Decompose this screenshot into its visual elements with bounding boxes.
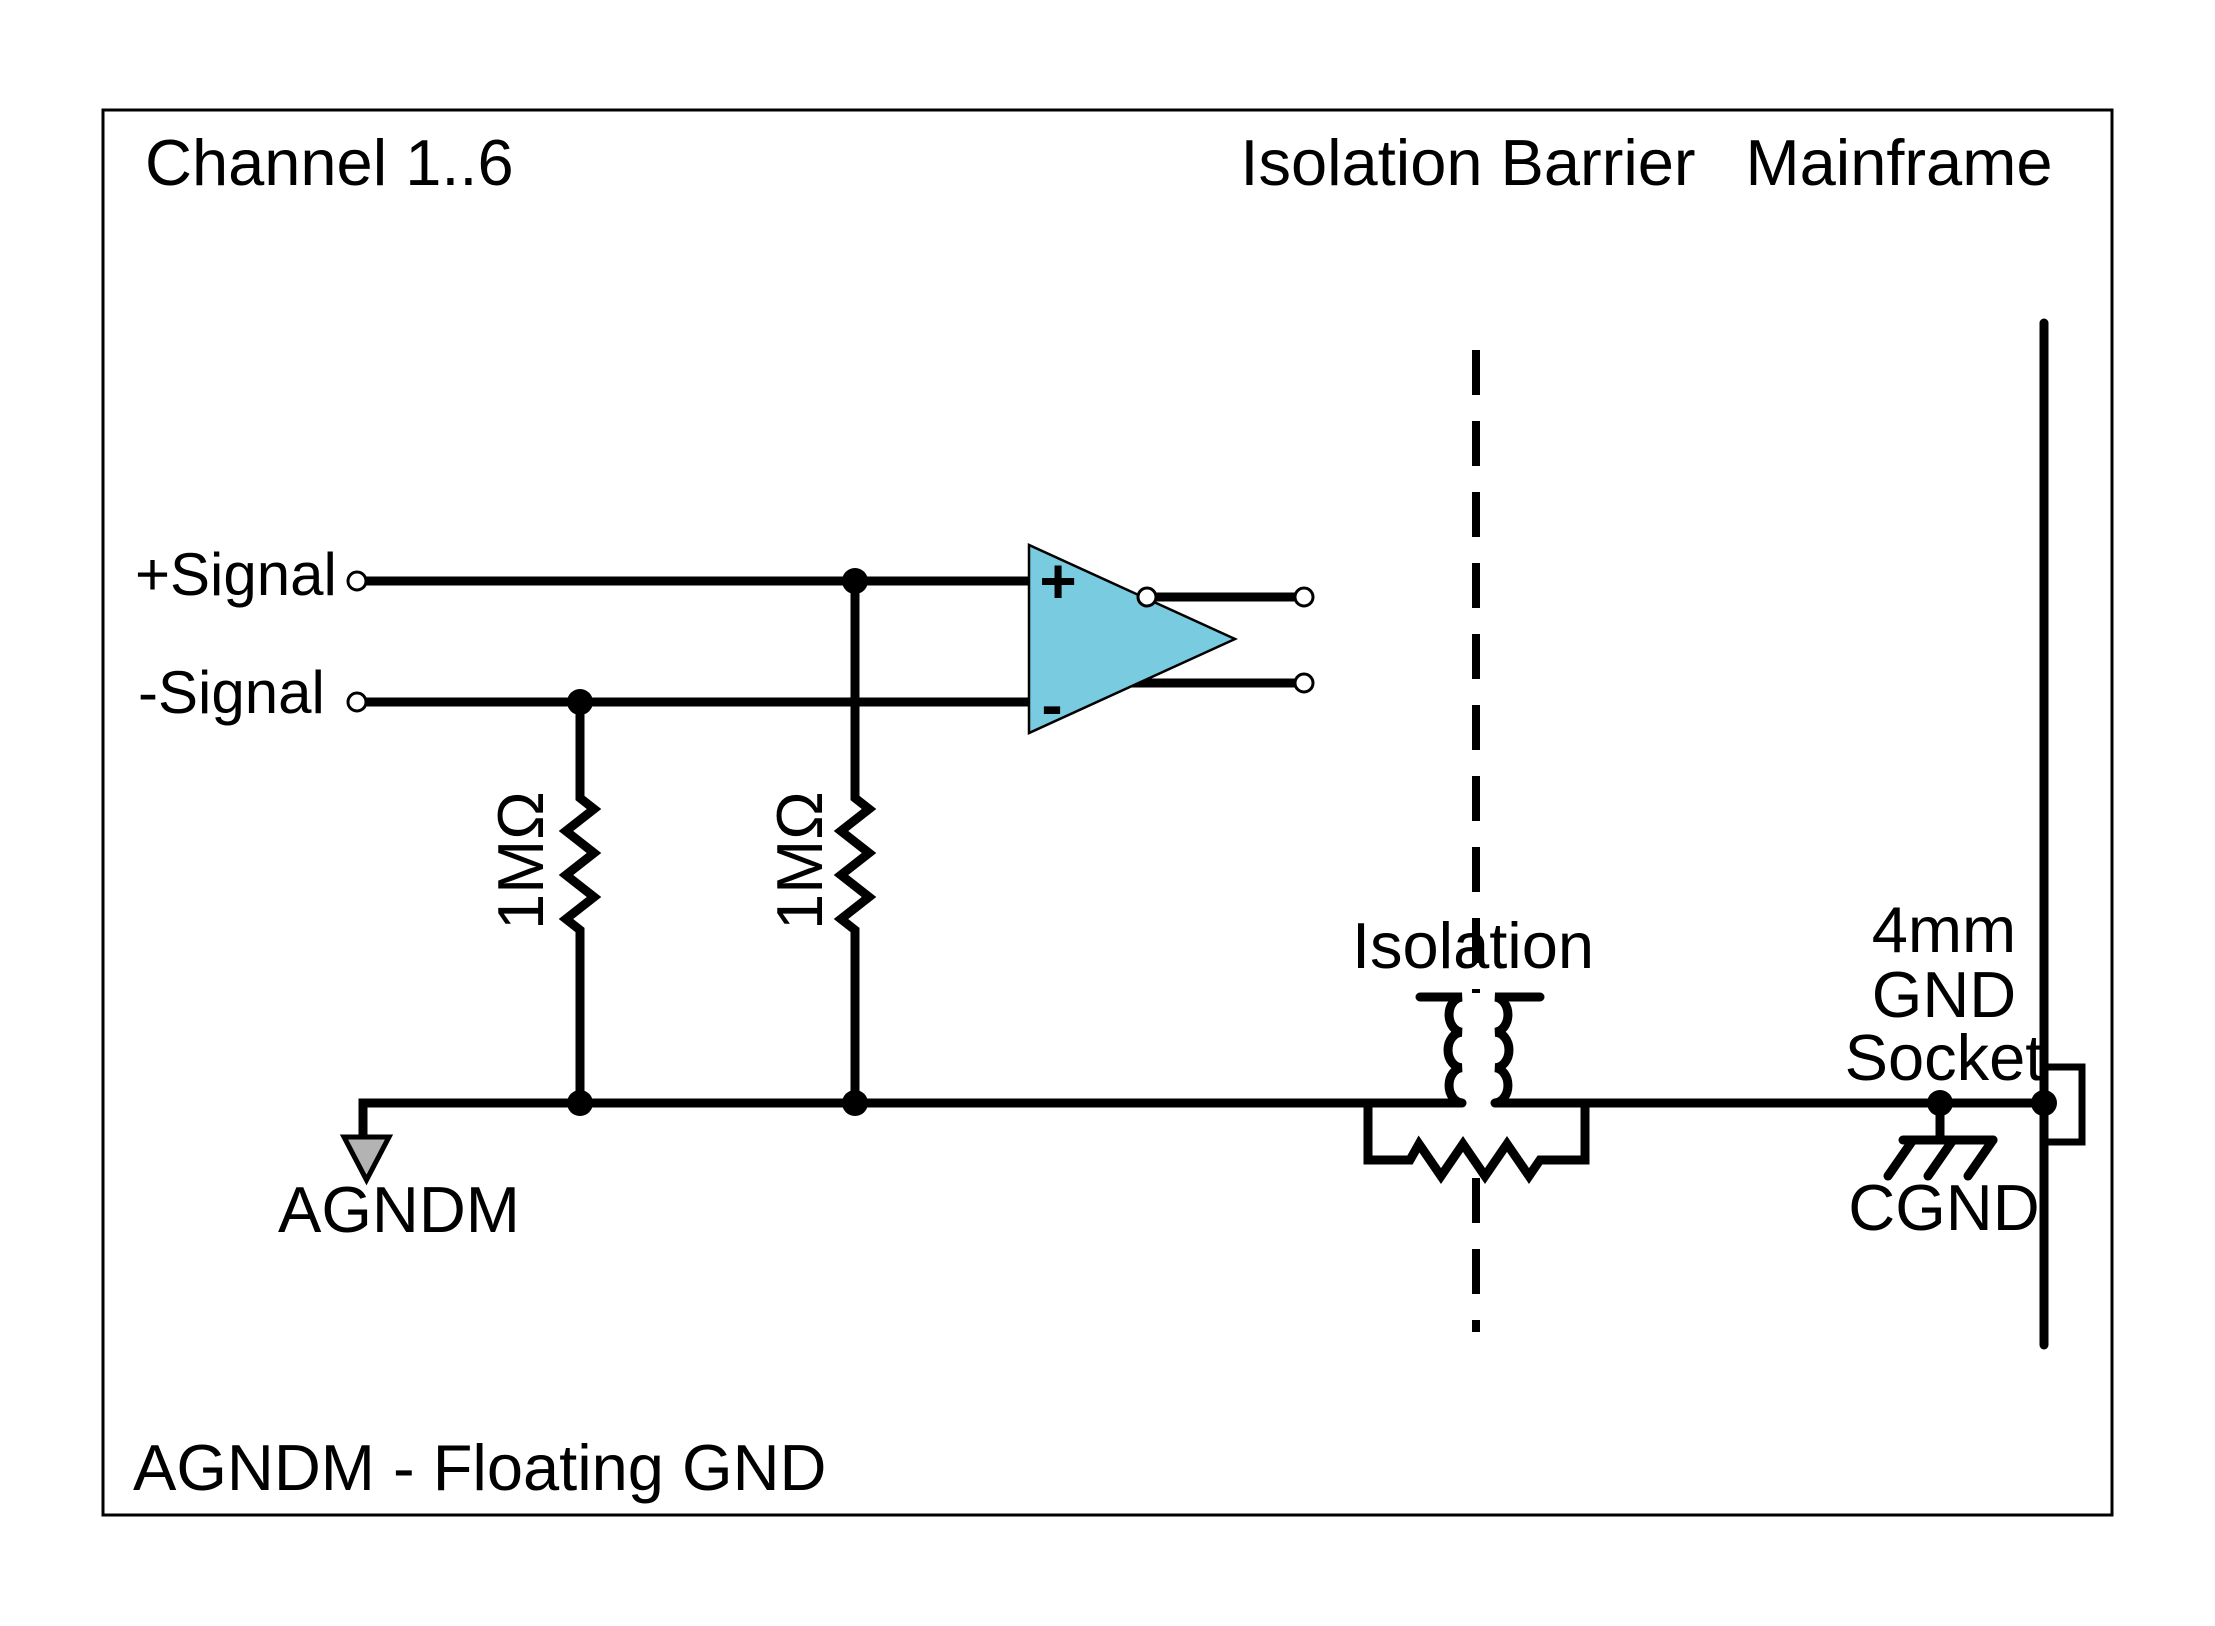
opamp-triangle <box>1027 543 1239 735</box>
junction-dots <box>567 568 2057 1116</box>
gnd-socket-symbol <box>2044 1063 2086 1146</box>
plus-signal-label: +Signal <box>135 541 337 608</box>
transformer-primary-winding <box>1415 992 1467 1108</box>
plus-signal-input: +Signal <box>135 541 1029 608</box>
resistor-r2: 1MΩ <box>763 581 877 1103</box>
transformer-secondary-winding <box>1490 992 1545 1108</box>
opamp-plus-symbol: + <box>1039 545 1076 617</box>
resistor-r1-body <box>558 702 602 1103</box>
page-title: Channel 1..6 <box>145 126 514 199</box>
junction-dot <box>842 568 868 594</box>
diagram-border <box>101 108 2114 1517</box>
minus-signal-terminal <box>346 691 368 713</box>
opamp-output-plus-terminal <box>1293 586 1315 608</box>
isolation-transformer-label: Isolation <box>1352 909 1594 982</box>
opamp-output-plus-pin <box>1136 586 1158 608</box>
cgnd-label: CGND <box>1848 1171 2039 1244</box>
isolation-impedance-resistor <box>1363 1103 1590 1184</box>
junction-dot <box>567 689 593 715</box>
resistor-r2-body <box>833 581 877 1103</box>
plus-signal-terminal <box>346 570 368 592</box>
isolation-barrier-label: Isolation Barrier <box>1240 126 1695 199</box>
junction-dot <box>2031 1090 2057 1116</box>
ground-bus <box>358 1098 2044 1136</box>
agndm-ground: AGNDM <box>278 1134 520 1246</box>
opamp-output-minus-terminal <box>1293 672 1315 694</box>
resistor-r1: 1MΩ <box>484 702 602 1103</box>
minus-signal-input: -Signal <box>138 659 1029 726</box>
gnd-socket-label-line3: Socket <box>1845 1021 2044 1094</box>
cgnd-ground: CGND <box>1848 1098 2040 1244</box>
resistor-r2-label: 1MΩ <box>763 791 836 930</box>
gnd-socket-label-line1: 4mm <box>1872 893 2016 966</box>
agndm-arrow <box>339 1134 394 1186</box>
junction-dot <box>842 1090 868 1116</box>
junction-dot <box>1927 1090 1953 1116</box>
footer-note: AGNDM - Floating GND <box>133 1431 826 1504</box>
opamp: + - <box>1027 543 1239 741</box>
gnd-socket-label-line2: GND <box>1872 958 2016 1031</box>
opamp-minus-symbol: - <box>1041 669 1062 741</box>
gnd-socket: 4mm GND Socket <box>1845 893 2086 1146</box>
resistor-r1-label: 1MΩ <box>484 791 557 930</box>
isolation-transformer: Isolation <box>1352 909 1594 1184</box>
minus-signal-label: -Signal <box>138 659 325 726</box>
agndm-label: AGNDM <box>278 1173 520 1246</box>
mainframe-label: Mainframe <box>1745 126 2052 199</box>
junction-dot <box>567 1090 593 1116</box>
